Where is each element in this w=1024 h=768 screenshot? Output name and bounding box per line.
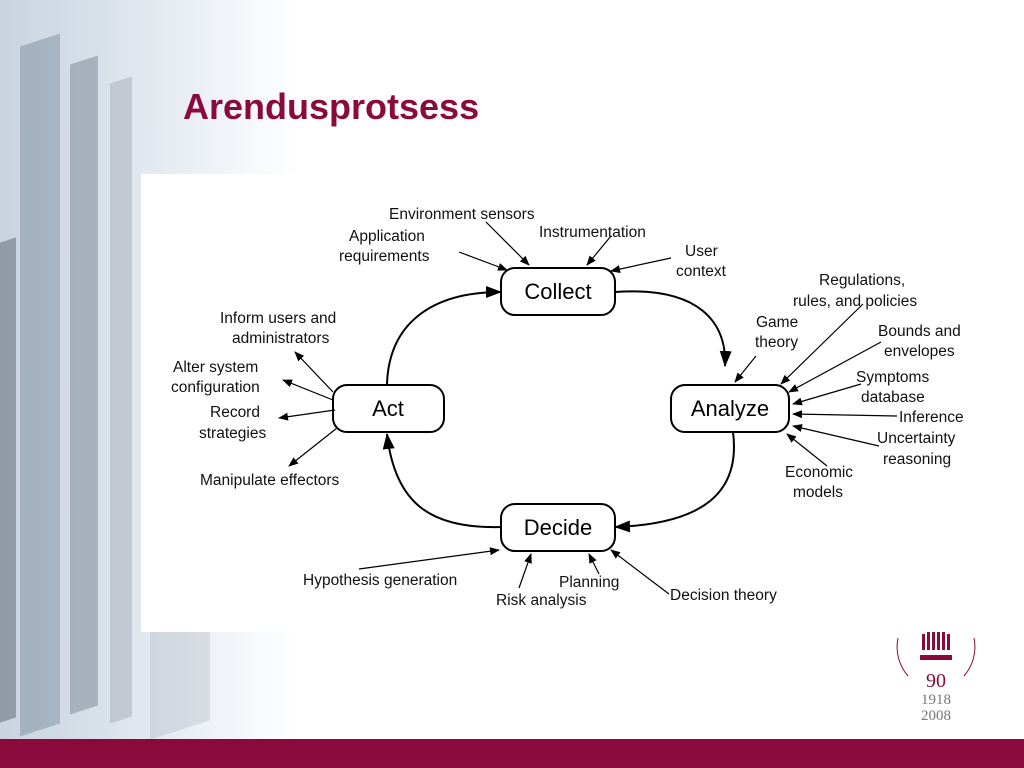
arrow-collect-to-analyze (614, 290, 732, 367)
label-economic-line2: models (793, 484, 843, 501)
label-hypothesis-generation: Hypothesis generation (303, 572, 457, 589)
label-risk-analysis: Risk analysis (496, 592, 587, 609)
input-arrows (278, 221, 898, 595)
label-environment-sensors: Environment sensors (389, 206, 535, 223)
label-instrumentation: Instrumentation (539, 224, 646, 241)
label-symptoms-line2: database (861, 389, 925, 406)
label-economic-line1: Economic (785, 464, 853, 481)
label-record-strategies-line2: strategies (199, 425, 266, 442)
label-inform-users-line1: Inform users and (220, 310, 336, 327)
label-uncertainty-line1: Uncertainty (877, 430, 956, 447)
label-alter-system-line1: Alter system (173, 359, 258, 376)
cycle-arrows (382, 286, 735, 533)
label-record-strategies-line1: Record (210, 404, 260, 421)
label-game-theory-line2: theory (755, 334, 798, 351)
process-diagram: Collect Analyze Decide Act (141, 174, 1000, 632)
label-bounds-line2: envelopes (884, 343, 955, 360)
label-manipulate-effectors: Manipulate effectors (200, 472, 340, 489)
label-application-requirements-line1: Application (349, 228, 425, 245)
label-game-theory-line1: Game (756, 314, 798, 331)
node-decide: Decide (500, 503, 616, 552)
label-symptoms-line1: Symptoms (856, 369, 929, 386)
university-anniversary-logo: 90 1918 2008 (884, 628, 988, 728)
node-analyze: Analyze (670, 384, 790, 433)
label-uncertainty-line2: reasoning (883, 451, 951, 468)
logo-emblem-icon (896, 632, 976, 677)
footer-bar (0, 739, 1024, 768)
label-decision-theory: Decision theory (670, 587, 777, 604)
logo-year-end: 2008 (921, 708, 951, 724)
arrow-decide-to-act (382, 433, 502, 529)
label-bounds-line1: Bounds and (878, 323, 961, 340)
slide-title: Arendusprotsess (183, 86, 480, 127)
label-inform-users-line2: administrators (232, 330, 330, 347)
node-decide-label: Decide (524, 515, 592, 540)
label-regulations-line2: rules, and policies (793, 293, 917, 310)
label-alter-system-line2: configuration (171, 379, 260, 396)
label-planning: Planning (559, 574, 619, 591)
node-collect-label: Collect (524, 279, 591, 304)
logo-number: 90 (926, 670, 946, 692)
label-user-context-line2: context (676, 263, 727, 280)
arrow-act-to-collect (386, 286, 502, 385)
logo-year-start: 1918 (921, 692, 951, 708)
node-act: Act (332, 384, 445, 433)
label-user-context-line1: User (685, 243, 718, 260)
node-analyze-label: Analyze (691, 396, 769, 421)
node-act-label: Act (372, 396, 404, 421)
node-collect: Collect (500, 267, 616, 316)
label-application-requirements-line2: requirements (339, 248, 430, 265)
label-inference: Inference (899, 409, 964, 426)
arrow-analyze-to-decide (614, 431, 735, 533)
label-regulations-line1: Regulations, (819, 272, 905, 289)
